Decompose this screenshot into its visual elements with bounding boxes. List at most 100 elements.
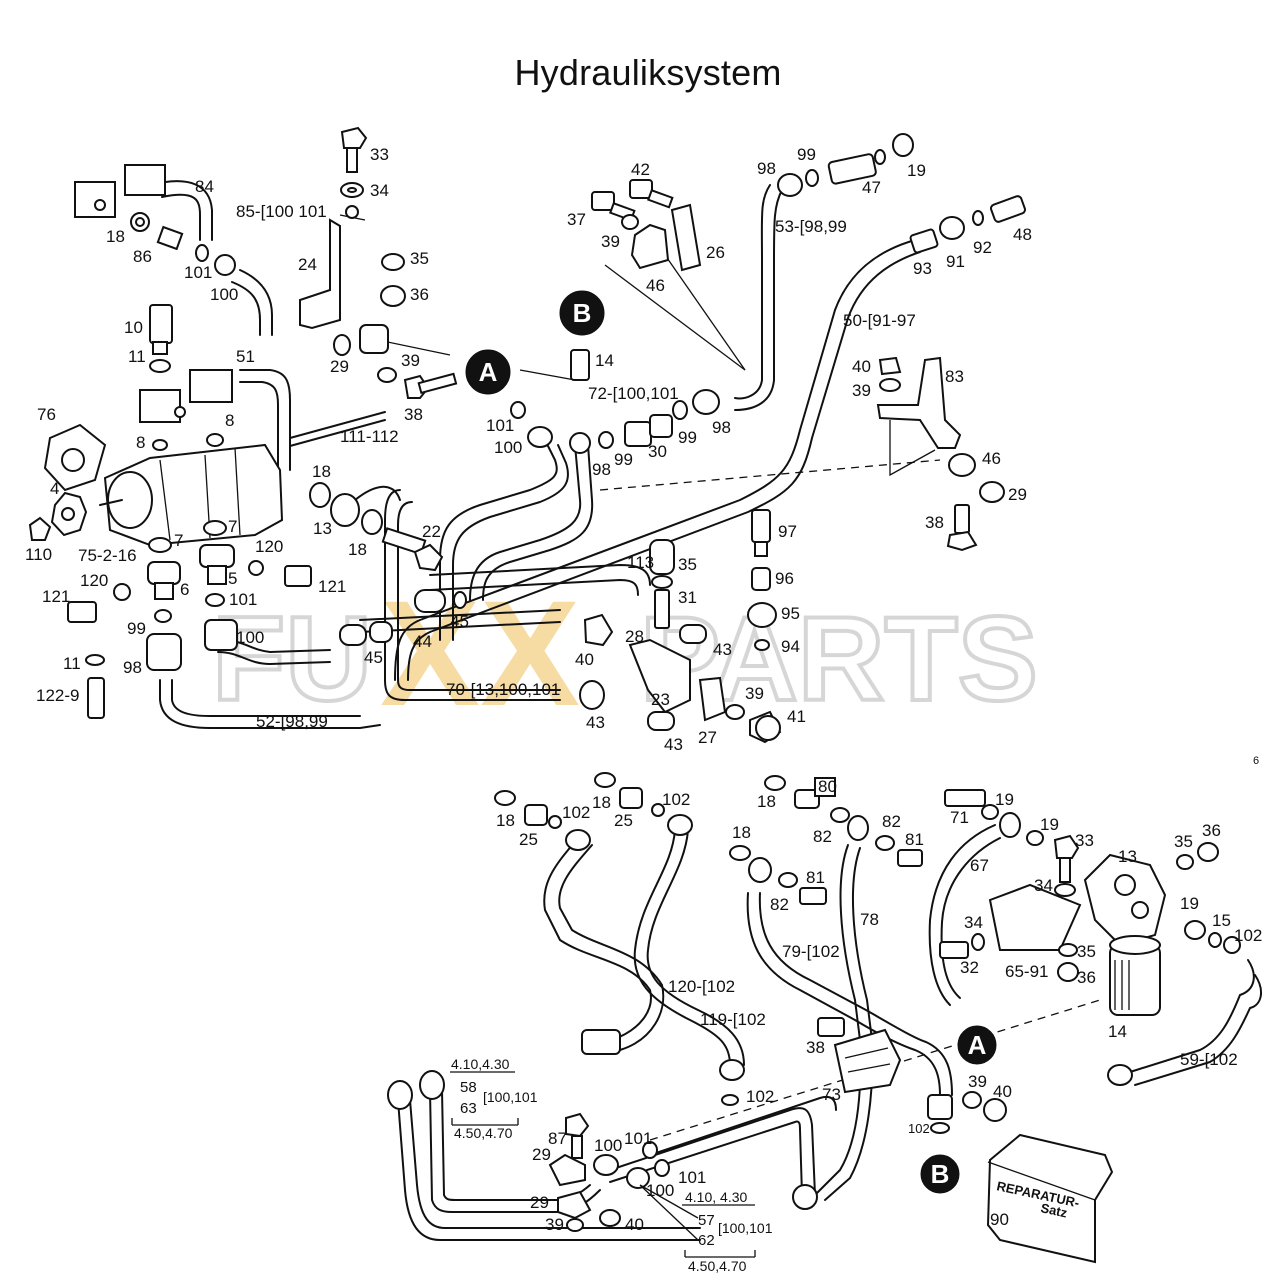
part-label: 97	[778, 522, 797, 541]
part-label: 26	[706, 243, 725, 262]
part-label: 25	[614, 811, 633, 830]
part-label: 101	[184, 263, 212, 282]
part-label: 102	[562, 803, 590, 822]
part-label: 4.10,4.30	[451, 1056, 510, 1072]
callout-a-top: A	[479, 357, 498, 387]
part-label: 121	[42, 587, 70, 606]
part-label: 119-[102	[700, 1010, 766, 1029]
part-label: 94	[781, 637, 800, 656]
part-label: 51	[236, 347, 255, 366]
part-label: 13	[313, 519, 332, 538]
part-label: 98	[757, 159, 776, 178]
part-label: 120	[255, 537, 283, 556]
part-label: 83	[945, 367, 964, 386]
callout-b-bottom: B	[931, 1159, 950, 1189]
part-label: 15	[1212, 911, 1231, 930]
part-label: 102	[908, 1121, 930, 1136]
part-label: 30	[648, 442, 667, 461]
part-label: 35	[410, 249, 429, 268]
part-label: 102	[1234, 926, 1262, 945]
part-label: 73	[822, 1085, 841, 1104]
part-label: 100	[594, 1136, 622, 1155]
part-label: 11	[63, 654, 81, 673]
part-label: 100	[236, 628, 264, 647]
part-label: 81	[806, 868, 825, 887]
part-label: 18	[732, 823, 751, 842]
part-label: 10	[124, 318, 143, 337]
part-label: 85-[100 101	[236, 202, 327, 221]
part-label: 19	[1180, 894, 1199, 913]
part-label: 19	[1040, 815, 1059, 834]
part-label: 36	[1202, 821, 1221, 840]
part-label: 36	[410, 285, 429, 304]
part-label: 6	[180, 580, 189, 599]
callout-b-top: B	[573, 298, 592, 328]
part-label: 43	[713, 640, 732, 659]
part-label: 67	[970, 856, 989, 875]
part-label: 40	[575, 650, 594, 669]
kit-box-text-2: Satz	[1039, 1200, 1069, 1220]
part-label: 101	[624, 1129, 652, 1148]
part-label: 34	[964, 913, 983, 932]
part-label: 65-91	[1005, 962, 1048, 981]
part-label: 76	[37, 405, 56, 424]
part-label: 18	[592, 793, 611, 812]
part-label: 120-[102	[668, 977, 735, 996]
part-label: 52-[98,99	[256, 712, 328, 731]
part-label: 80	[818, 777, 837, 796]
part-label: 53-[98,99	[775, 217, 847, 236]
part-label: 92	[973, 238, 992, 257]
part-label: 4	[50, 479, 59, 498]
part-labels: 33 34 35 36 84 85-[100 101 18 86 101 100…	[25, 145, 1262, 1274]
part-label: 90	[990, 1210, 1009, 1229]
part-label: 70-[13,100,101	[446, 680, 560, 699]
part-label: 121	[318, 577, 346, 596]
part-label: 18	[106, 227, 125, 246]
part-label: 29	[530, 1193, 549, 1212]
part-label: 82	[770, 895, 789, 914]
part-label: 14	[595, 351, 614, 370]
part-label: 38	[925, 513, 944, 532]
part-label: 39	[401, 351, 420, 370]
part-label: 71	[950, 808, 969, 827]
watermark-left: FU	[212, 592, 372, 726]
part-label: 44	[413, 632, 432, 651]
part-label: 46	[982, 449, 1001, 468]
part-label: 11	[128, 347, 146, 366]
part-label: 98	[712, 418, 731, 437]
part-label: 50-[91-97	[843, 311, 916, 330]
part-label: 43	[664, 735, 683, 754]
part-label: 100	[210, 285, 238, 304]
part-label: 59-[102	[1180, 1050, 1238, 1069]
part-label: 42	[631, 160, 650, 179]
part-label: 8	[225, 411, 234, 430]
part-label: 75-2-16	[78, 546, 137, 565]
lower-parts: REPARATUR- Satz	[387, 772, 1241, 1264]
part-label: 38	[404, 405, 423, 424]
part-label: 122-9	[36, 686, 79, 705]
group-brackets	[450, 1071, 756, 1258]
watermark-right: PARTS	[640, 592, 1038, 726]
part-label: 78	[860, 910, 879, 929]
part-label: 34	[370, 181, 389, 200]
part-label: 93	[913, 259, 932, 278]
part-label: 18	[348, 540, 367, 559]
part-label: 29	[532, 1145, 551, 1164]
part-label: 58	[460, 1079, 477, 1096]
part-label: 99	[614, 450, 633, 469]
part-label: 19	[995, 790, 1014, 809]
part-label: 27	[698, 728, 717, 747]
part-label: 39	[968, 1072, 987, 1091]
part-label: 102	[662, 790, 690, 809]
part-label: 14	[1108, 1022, 1127, 1041]
part-label: 39	[852, 381, 871, 400]
part-label: 96	[775, 569, 794, 588]
part-label: 91	[946, 252, 965, 271]
part-label: 100	[494, 438, 522, 457]
part-label: 101	[229, 590, 257, 609]
part-label: 99	[127, 619, 146, 638]
part-label: 13	[1118, 847, 1137, 866]
part-label: 36	[1077, 968, 1096, 987]
part-label: 40	[625, 1215, 644, 1234]
